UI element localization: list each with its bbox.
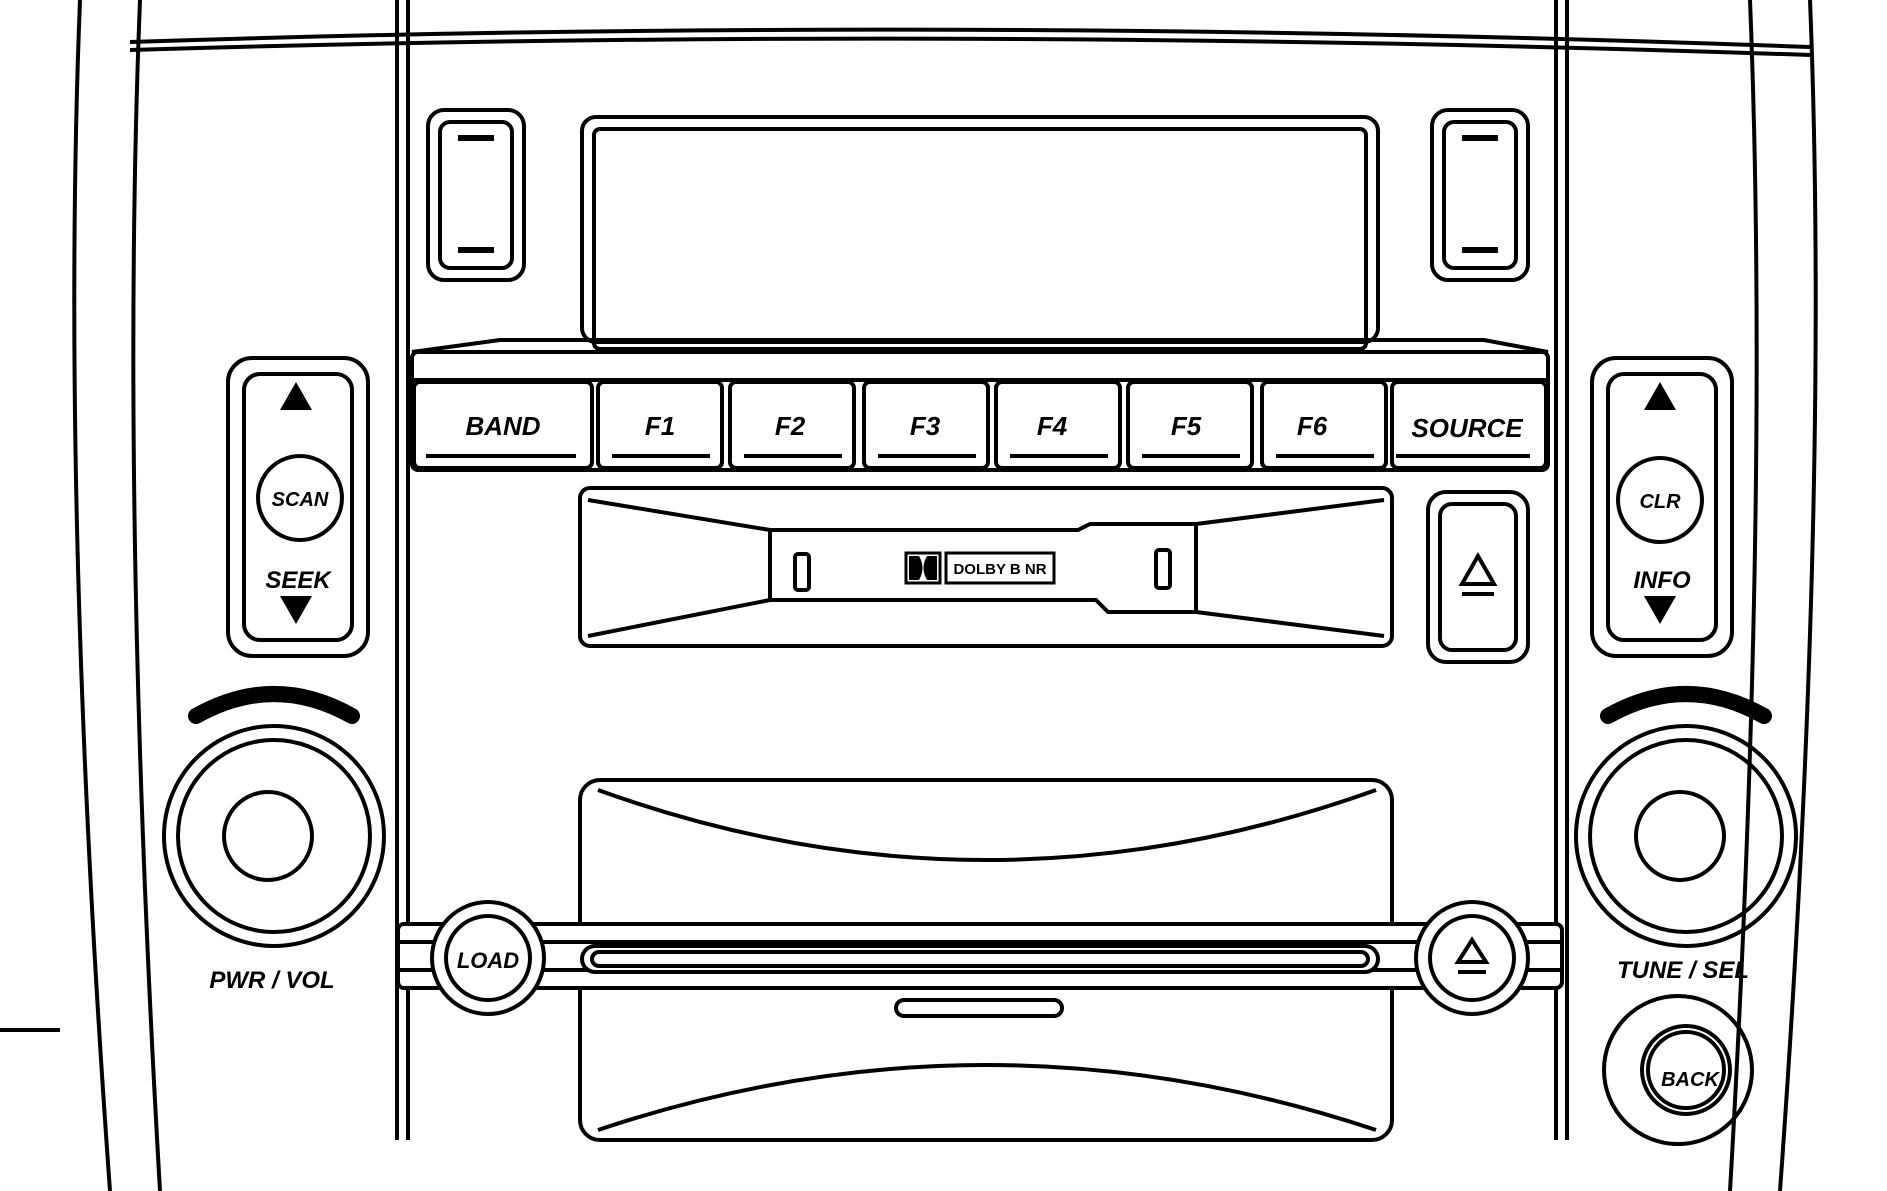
preset-f1-button[interactable]: F1 xyxy=(596,380,724,470)
source-button[interactable]: SOURCE xyxy=(1390,380,1548,470)
seek-rocker[interactable]: SEEK xyxy=(226,356,370,658)
source-label: SOURCE xyxy=(1411,413,1523,443)
right-rocker-button[interactable] xyxy=(1430,108,1530,282)
f5-label: F5 xyxy=(1171,411,1202,441)
back-label: BACK xyxy=(1661,1069,1720,1091)
dolby-badge-text: DOLBY B NR xyxy=(953,561,1046,578)
info-up-icon[interactable] xyxy=(1644,382,1676,410)
housing-frame xyxy=(0,0,1818,1191)
cassette-door[interactable]: DOLBY B NR xyxy=(578,486,1394,648)
scan-label: SCAN xyxy=(272,489,329,511)
preset-f4-button[interactable]: F4 xyxy=(994,380,1122,470)
load-button[interactable]: LOAD xyxy=(430,900,546,1016)
f6-label: F6 xyxy=(1297,411,1328,441)
preset-f5-button[interactable]: F5 xyxy=(1126,380,1254,470)
f3-label: F3 xyxy=(910,411,941,441)
clr-label: CLR xyxy=(1639,491,1681,513)
seek-up-icon[interactable] xyxy=(280,382,312,410)
seek-down-icon[interactable] xyxy=(280,596,312,624)
preset-f6-button[interactable]: F6 xyxy=(1260,380,1388,470)
info-down-icon[interactable] xyxy=(1644,596,1676,624)
clr-button[interactable]: CLR xyxy=(1616,456,1704,544)
info-rocker[interactable]: INFO xyxy=(1590,356,1734,658)
preset-strip xyxy=(410,338,1550,472)
band-button[interactable]: BAND xyxy=(412,380,594,470)
f1-label: F1 xyxy=(645,411,675,441)
pwr-vol-knob[interactable] xyxy=(162,686,386,948)
load-label: LOAD xyxy=(457,948,519,973)
band-label: BAND xyxy=(465,411,540,441)
f4-label: F4 xyxy=(1037,411,1068,441)
eject-icon xyxy=(1458,551,1498,596)
preset-f3-button[interactable]: F3 xyxy=(862,380,990,470)
pwr-vol-label: PWR / VOL xyxy=(209,967,334,994)
tune-sel-knob[interactable] xyxy=(1574,686,1798,948)
tune-sel-label: TUNE / SEL xyxy=(1617,957,1749,984)
eject-icon xyxy=(1454,936,1490,974)
display-window xyxy=(580,115,1380,351)
cd-eject-button[interactable] xyxy=(1414,900,1530,1016)
f2-label: F2 xyxy=(775,411,806,441)
scan-button[interactable]: SCAN xyxy=(256,454,344,542)
back-button[interactable]: BACK xyxy=(1602,994,1754,1146)
seek-label: SEEK xyxy=(265,567,332,594)
info-label: INFO xyxy=(1633,567,1691,594)
dolby-logo-icon xyxy=(904,551,942,585)
tape-eject-button[interactable] xyxy=(1426,490,1530,664)
preset-f2-button[interactable]: F2 xyxy=(728,380,856,470)
left-rocker-button[interactable] xyxy=(426,108,526,282)
cd-slot[interactable] xyxy=(580,944,1380,974)
